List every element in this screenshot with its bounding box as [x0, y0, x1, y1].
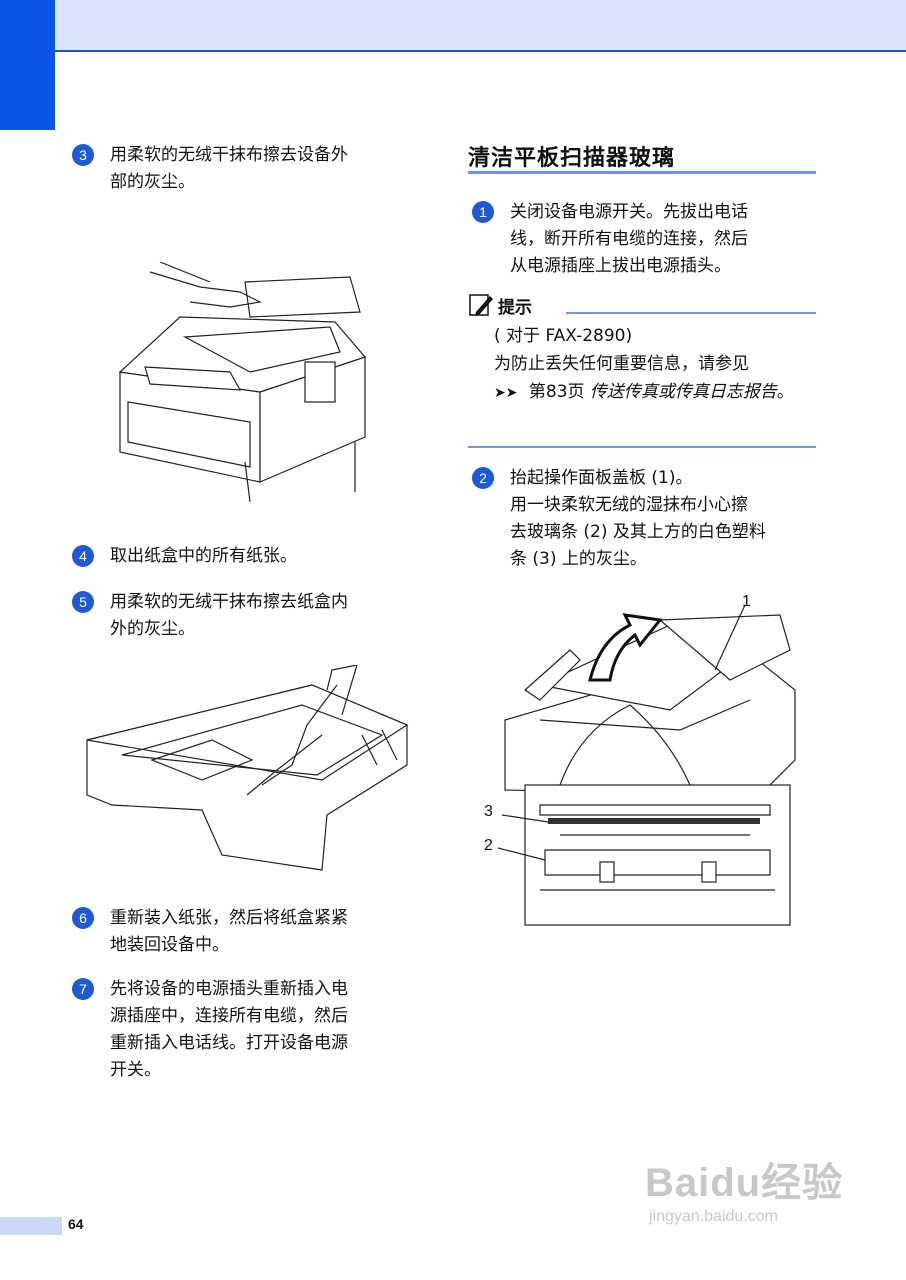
- watermark-url: jingyan.baidu.com: [649, 1208, 778, 1225]
- note-bottom-rule: [468, 446, 816, 448]
- callout-3: 3: [484, 803, 493, 820]
- step-6: 6 重新装入纸张，然后将纸盒紧紧 地装回设备中。: [72, 905, 348, 959]
- note-top-rule: [566, 312, 816, 314]
- section-title-rule: [468, 171, 816, 174]
- double-arrow-icon: ➤➤: [494, 385, 518, 401]
- step-text: 关闭设备电源开关。先拔出电话 线，断开所有电缆的连接，然后 从电源插座上拔出电源…: [510, 202, 748, 276]
- note-reference: ➤➤ 第83页 传送传真或传真日志报告。: [494, 378, 824, 407]
- step-3: 3 用柔软的无绒干抹布擦去设备外 部的灰尘。: [72, 142, 348, 196]
- step-number: 1: [472, 201, 494, 223]
- chapter-tab: [0, 0, 55, 130]
- paper-tray-illustration: [86, 665, 409, 871]
- callout-2: 2: [484, 837, 493, 854]
- step-text: 用柔软的无绒干抹布擦去纸盒内 外的灰尘。: [110, 592, 348, 639]
- step-text: 取出纸盒中的所有纸张。: [110, 546, 297, 566]
- step-number: 2: [472, 467, 494, 489]
- step-text: 抬起操作面板盖板 (1)。 用一块柔软无绒的湿抹布小心擦 去玻璃条 (2) 及其…: [510, 468, 766, 569]
- step-number: 3: [72, 144, 94, 166]
- footer-band: [0, 1217, 62, 1235]
- step-number: 7: [72, 978, 94, 1000]
- watermark-logo: Baidu经验: [645, 1161, 844, 1205]
- note-header: 提示: [468, 292, 532, 318]
- step-text: 先将设备的电源插头重新插入电 源插座中，连接所有电缆，然后 重新插入电话线。打开…: [110, 979, 348, 1080]
- note-ref-link[interactable]: 传送传真或传真日志报告: [589, 382, 777, 402]
- fax-wipe-illustration: [118, 262, 367, 502]
- note-ref-page: 第83页: [528, 382, 585, 402]
- watermark: Baidu经验 jingyan.baidu.com: [645, 1150, 843, 1226]
- note-pencil-icon: [469, 294, 493, 316]
- step-number: 6: [72, 907, 94, 929]
- step-5: 5 用柔软的无绒干抹布擦去纸盒内 外的灰尘。: [72, 589, 348, 643]
- step-text: 用柔软的无绒干抹布擦去设备外 部的灰尘。: [110, 145, 348, 192]
- step-7: 7 先将设备的电源插头重新插入电 源插座中，连接所有电缆，然后 重新插入电话线。…: [72, 976, 348, 1084]
- section-title: 清洁平板扫描器玻璃: [468, 146, 676, 171]
- page-number: 64: [68, 1216, 84, 1232]
- scanner-glass-illustration: 1 3 2: [484, 593, 796, 926]
- note-end: 。: [776, 382, 794, 402]
- header-band: [0, 0, 906, 52]
- step-4: 4 取出纸盒中的所有纸张。: [72, 543, 297, 570]
- step-number: 4: [72, 545, 94, 567]
- note-label: 提示: [498, 297, 532, 318]
- note-line-1: ( 对于 FAX-2890): [494, 326, 633, 346]
- step-number: 5: [72, 591, 94, 613]
- callout-1: 1: [742, 593, 751, 610]
- step-text: 重新装入纸张，然后将纸盒紧紧 地装回设备中。: [110, 908, 348, 955]
- step-2: 2 抬起操作面板盖板 (1)。 用一块柔软无绒的湿抹布小心擦 去玻璃条 (2) …: [472, 465, 766, 573]
- note-line-2: 为防止丢失任何重要信息，请参见: [494, 354, 749, 374]
- step-1: 1 关闭设备电源开关。先拔出电话 线，断开所有电缆的连接，然后 从电源插座上拔出…: [472, 199, 748, 280]
- note-body: ( 对于 FAX-2890) 为防止丢失任何重要信息，请参见 ➤➤ 第83页 传…: [494, 322, 824, 407]
